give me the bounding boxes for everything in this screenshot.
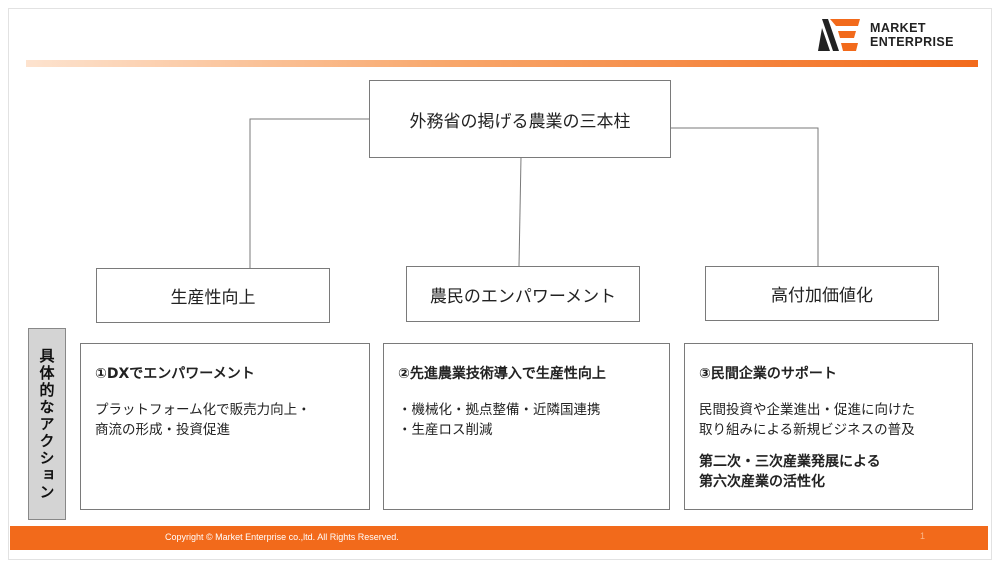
connector-root-to-pillar-3 <box>670 127 819 266</box>
side-label-concrete-actions: 具体的なアクション <box>28 328 66 520</box>
slide-frame <box>8 8 992 560</box>
pillar-box-empowerment: 農民のエンパワーメント <box>406 266 640 322</box>
action-text-line: ・生産ロス削減 <box>398 422 493 438</box>
action-title: ②先進農業技術導入で生産性向上 <box>398 366 606 382</box>
action-box-private-sector: ③民間企業のサポート 民間投資や企業進出・促進に向けた 取り組みによる新規ビジネ… <box>684 343 973 510</box>
action-title: ①DXでエンパワーメント <box>95 366 255 382</box>
pillar-box-value-added: 高付加価値化 <box>705 266 939 321</box>
logo-mark-icon <box>810 19 860 51</box>
page-number: 1 <box>920 531 926 541</box>
logo-text: MARKET ENTERPRISE <box>870 21 954 49</box>
action-text-line: プラットフォーム化で販売力向上・ <box>95 402 311 418</box>
action-text-line: 商流の形成・投資促進 <box>95 422 230 438</box>
header-accent-bar <box>26 60 978 67</box>
action-box-dx: ①DXでエンパワーメント プラットフォーム化で販売力向上・ 商流の形成・投資促進 <box>80 343 370 510</box>
pillar-label: 生産性向上 <box>170 288 256 308</box>
logo-line-market: MARKET <box>870 21 926 35</box>
root-box: 外務省の掲げる農業の三本柱 <box>369 80 671 158</box>
action-text-line: 民間投資や企業進出・促進に向けた <box>699 402 915 418</box>
footer-bar: Copyright © Market Enterprise co.,ltd. A… <box>10 526 988 550</box>
action-bold-line: 第六次産業の活性化 <box>699 474 825 490</box>
logo-line-enterprise: ENTERPRISE <box>870 35 954 49</box>
pillar-label: 高付加価値化 <box>771 286 873 306</box>
pillar-label: 農民のエンパワーメント <box>429 286 617 307</box>
connector-root-to-pillar-1 <box>249 118 370 268</box>
action-box-technology: ②先進農業技術導入で生産性向上 ・機械化・拠点整備・近隣国連携 ・生産ロス削減 <box>383 343 670 510</box>
connector-root-to-pillar-2 <box>518 156 522 267</box>
pillar-box-productivity: 生産性向上 <box>96 268 330 323</box>
copyright-text: Copyright © Market Enterprise co.,ltd. A… <box>165 532 399 542</box>
action-bold-line: 第二次・三次産業発展による <box>699 454 881 470</box>
brand-logo: MARKET ENTERPRISE <box>808 18 953 54</box>
side-label-text: 具体的なアクション <box>37 347 56 501</box>
action-text-line: 取り組みによる新規ビジネスの普及 <box>699 422 915 438</box>
root-label: 外務省の掲げる農業の三本柱 <box>409 111 631 132</box>
action-title: ③民間企業のサポート <box>699 366 837 382</box>
action-text-line: ・機械化・拠点整備・近隣国連携 <box>398 402 601 418</box>
